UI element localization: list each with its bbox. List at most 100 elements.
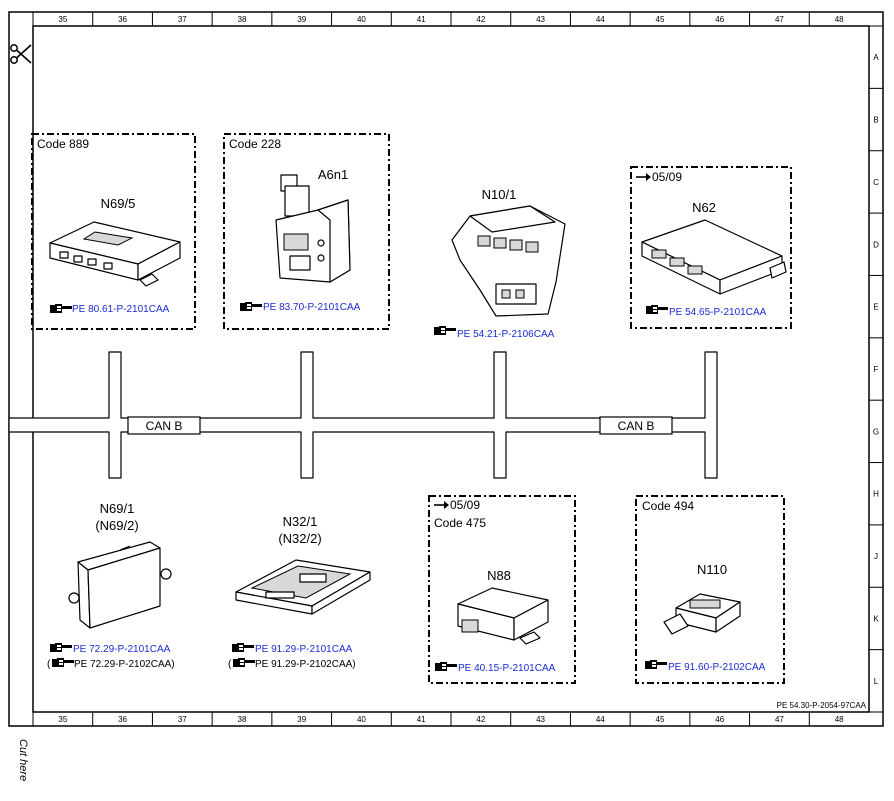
top-column-39: 39 [297,15,306,24]
reference-link[interactable]: PE 54.21-P-2106CAA [457,329,555,340]
pointing-hand-icon [232,643,254,652]
bottom-column-38: 38 [238,715,247,724]
component-n69-1: N69/1 (N69/2) PE 72.29-P-2101CAA ( PE 72… [47,501,175,670]
top-column-45: 45 [656,15,665,24]
column-ruler-bottom: 35 36 37 38 39 40 41 42 43 44 45 46 47 48 [58,712,844,726]
component-name: N10/1 [482,187,517,202]
bottom-column-37: 37 [178,715,187,724]
top-column-42: 42 [476,15,485,24]
arrow-right-icon [434,501,449,509]
pointing-hand-icon [645,660,667,669]
component-name: N69/5 [101,196,136,211]
component-n32-1: N32/1 (N32/2) PE 91.29-P-2101CAA ( PE 91… [228,514,371,670]
component-n69-5: Code 889 N69/5 PE 80.61-P-2101CAA [31,133,196,330]
component-a6n1: Code 228 A6n1 PE 83.70-P-2101CAA [223,133,390,330]
bottom-column-48: 48 [835,715,844,724]
bottom-column-35: 35 [58,715,67,724]
bottom-column-39: 39 [297,715,306,724]
top-column-43: 43 [536,15,545,24]
top-column-35: 35 [58,15,67,24]
bottom-column-42: 42 [476,715,485,724]
component-name: N32/1 [283,514,318,529]
top-column-40: 40 [357,15,366,24]
top-column-47: 47 [775,15,784,24]
scissors-icon [10,44,32,64]
bottom-column-36: 36 [118,715,127,724]
reference-link[interactable]: PE 40.15-P-2101CAA [458,663,556,674]
reference-link[interactable]: PE 72.29-P-2101CAA [73,644,171,655]
row-letter-L: L [874,677,879,686]
reference-link[interactable]: PE 91.60-P-2102CAA [668,662,766,673]
alt-reference[interactable]: PE 72.29-P-2102CAA) [74,659,175,670]
alt-ref-open: ( [47,659,51,670]
component-n62: 05/09 N62 PE 54.65-P-2101CAA [630,166,792,329]
can-b-label-left: CAN B [146,419,183,433]
a6n1-module-drawing [275,174,351,283]
row-letter-A: A [873,53,879,62]
row-letter-B: B [873,116,878,125]
cut-here-label: Cut here [17,739,29,781]
reference-link[interactable]: PE 83.70-P-2101CAA [263,302,361,313]
pointing-hand-icon [646,305,668,314]
pointing-hand-icon [52,658,74,667]
can-bus: CAN B CAN B [8,351,718,479]
component-alt-name: (N32/2) [278,531,321,546]
n110-module-drawing [663,593,741,635]
row-letter-E: E [873,303,878,312]
production-note: 05/09 [652,170,682,184]
component-n10-1: N10/1 PE 54.21-P-2106CAA [434,187,566,340]
row-letter-H: H [873,490,879,499]
component-name: N110 [697,562,727,577]
code-label: Code 228 [229,137,281,151]
bottom-column-43: 43 [536,715,545,724]
reference-link[interactable]: PE 91.29-P-2101CAA [255,644,353,655]
bottom-column-40: 40 [357,715,366,724]
pointing-hand-icon [240,302,262,311]
row-letter-G: G [873,427,879,436]
code-label: Code 475 [434,516,486,530]
top-column-37: 37 [178,15,187,24]
component-alt-name: (N69/2) [95,518,138,533]
component-name: A6n1 [318,167,348,182]
bottom-column-45: 45 [656,715,665,724]
arrow-right-icon [636,173,651,181]
top-column-48: 48 [835,15,844,24]
pointing-hand-icon [50,304,72,313]
row-letter-F: F [874,365,879,374]
component-n88: 05/09 Code 475 N88 PE 40.15-P-2101CAA [428,495,576,684]
reference-link[interactable]: PE 80.61-P-2101CAA [72,304,170,315]
n88-module-drawing [457,587,549,645]
n69-1-module-drawing [68,541,172,629]
pointing-hand-icon [434,326,456,335]
alt-ref-open: ( [228,659,232,670]
drawing-frame [32,25,870,713]
bottom-column-46: 46 [715,715,724,724]
row-letter-C: C [873,178,879,187]
code-label: Code 889 [37,137,89,151]
top-column-44: 44 [596,15,605,24]
component-name: N69/1 [100,501,135,516]
component-name: N88 [487,568,511,583]
row-letter-K: K [873,614,879,623]
bottom-column-41: 41 [417,715,426,724]
row-ruler-right: A B C D E F G H J K L [869,53,883,686]
bottom-column-47: 47 [775,715,784,724]
n62-module-drawing [641,219,787,295]
component-name: N62 [692,200,716,215]
can-b-label-right: CAN B [618,419,655,433]
top-column-36: 36 [118,15,127,24]
top-column-41: 41 [417,15,426,24]
alt-reference[interactable]: PE 91.29-P-2102CAA) [255,659,356,670]
row-letter-J: J [874,552,878,561]
n10-1-fuse-box-drawing [451,205,566,317]
reference-link[interactable]: PE 54.65-P-2101CAA [669,307,767,318]
code-label: Code 494 [642,499,694,513]
top-column-38: 38 [238,15,247,24]
bottom-column-44: 44 [596,715,605,724]
component-n110: Code 494 N110 PE 91.60-P-2102CAA [635,495,785,684]
pointing-hand-icon [50,643,72,652]
production-note: 05/09 [450,498,480,512]
row-letter-D: D [873,240,879,249]
